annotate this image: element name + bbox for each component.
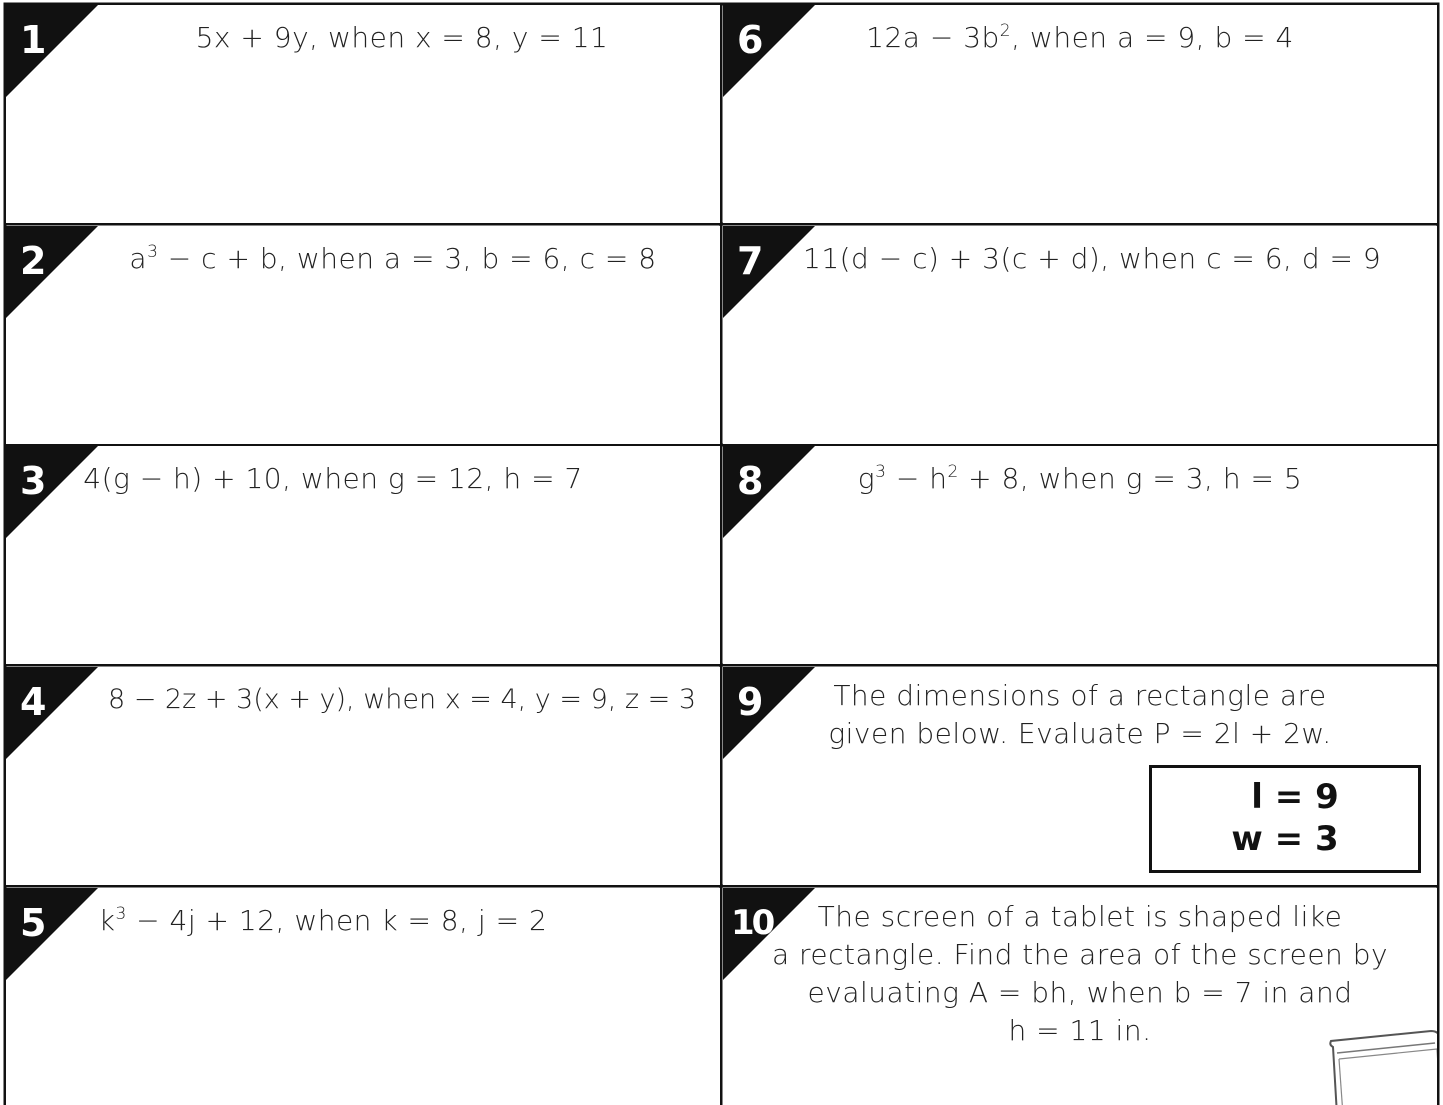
tablet-icon: [1329, 1029, 1437, 1105]
problem-cell-1: 1 5x + 9y, when x = 8, y = 11: [6, 5, 720, 223]
number-corner: [6, 5, 98, 97]
problem-cell-5: 5 k3 − 4j + 12, when k = 8, j = 2: [6, 888, 720, 1105]
problem-number: 2: [20, 239, 47, 283]
problem-expression: 4(g − h) + 10, when g = 12, h = 7: [83, 462, 583, 495]
given-width: w = 3: [1231, 819, 1339, 859]
problem-number: 7: [737, 239, 764, 283]
number-corner: [723, 5, 815, 97]
problem-expression: 5x + 9y, when x = 8, y = 11: [195, 21, 609, 54]
number-corner: [723, 446, 815, 538]
number-corner: [6, 667, 98, 759]
problem-expression: k3 − 4j + 12, when k = 8, j = 2: [98, 904, 548, 937]
problem-text-line: The dimensions of a rectangle are: [833, 679, 1327, 712]
problem-text-line: evaluating A = bh, when b = 7 in and: [807, 976, 1353, 1009]
problem-text: The screen of a tablet is shaped like a …: [753, 898, 1407, 1050]
number-corner: [723, 888, 815, 980]
problem-text-line: The screen of a tablet is shaped like: [817, 900, 1343, 933]
problem-cell-2: 2 a3 − c + b, when a = 3, b = 6, c = 8: [6, 226, 720, 444]
problem-number: 5: [20, 901, 47, 945]
problem-expression: g3 − h2 + 8, when g = 3, h = 5: [857, 462, 1303, 495]
number-corner: [723, 667, 815, 759]
problem-number: 1: [20, 18, 47, 62]
number-corner: [6, 888, 98, 980]
problem-cell-6: 6 12a − 3b2, when a = 9, b = 4: [723, 5, 1437, 223]
problem-cell-4: 4 8 − 2z + 3(x + y), when x = 4, y = 9, …: [6, 667, 720, 885]
problem-number: 8: [737, 459, 764, 503]
problem-expression: 8 − 2z + 3(x + y), when x = 4, y = 9, z …: [107, 684, 697, 715]
problem-text-line: given below. Evaluate P = 2l + 2w.: [828, 717, 1332, 750]
number-corner: [6, 446, 98, 538]
problem-cell-8: 8 g3 − h2 + 8, when g = 3, h = 5: [723, 446, 1437, 664]
problem-text: The dimensions of a rectangle are given …: [783, 677, 1377, 753]
problem-number: 3: [20, 459, 47, 503]
given-length: l = 9: [1251, 777, 1339, 817]
problem-cell-9: 9 The dimensions of a rectangle are give…: [723, 667, 1437, 885]
problem-expression: a3 − c + b, when a = 3, b = 6, c = 8: [129, 242, 657, 275]
number-corner: [6, 226, 98, 318]
problem-number: 4: [20, 680, 47, 724]
number-corner: [723, 226, 815, 318]
problem-text-line: a rectangle. Find the area of the screen…: [771, 938, 1389, 971]
problem-cell-7: 7 11(d − c) + 3(c + d), when c = 6, d = …: [723, 226, 1437, 444]
problem-cell-10: 10 The screen of a tablet is shaped like…: [723, 888, 1437, 1105]
problem-expression: 12a − 3b2, when a = 9, b = 4: [866, 21, 1294, 54]
given-values-box: l = 9 w = 3: [1149, 765, 1421, 873]
problem-expression: 11(d − c) + 3(c + d), when c = 6, d = 9: [803, 242, 1382, 275]
problem-number: 10: [731, 903, 775, 943]
problem-number: 9: [737, 680, 764, 724]
problem-text-line: h = 11 in.: [1008, 1014, 1152, 1047]
problem-cell-3: 3 4(g − h) + 10, when g = 12, h = 7: [6, 446, 720, 664]
problem-number: 6: [737, 18, 764, 62]
